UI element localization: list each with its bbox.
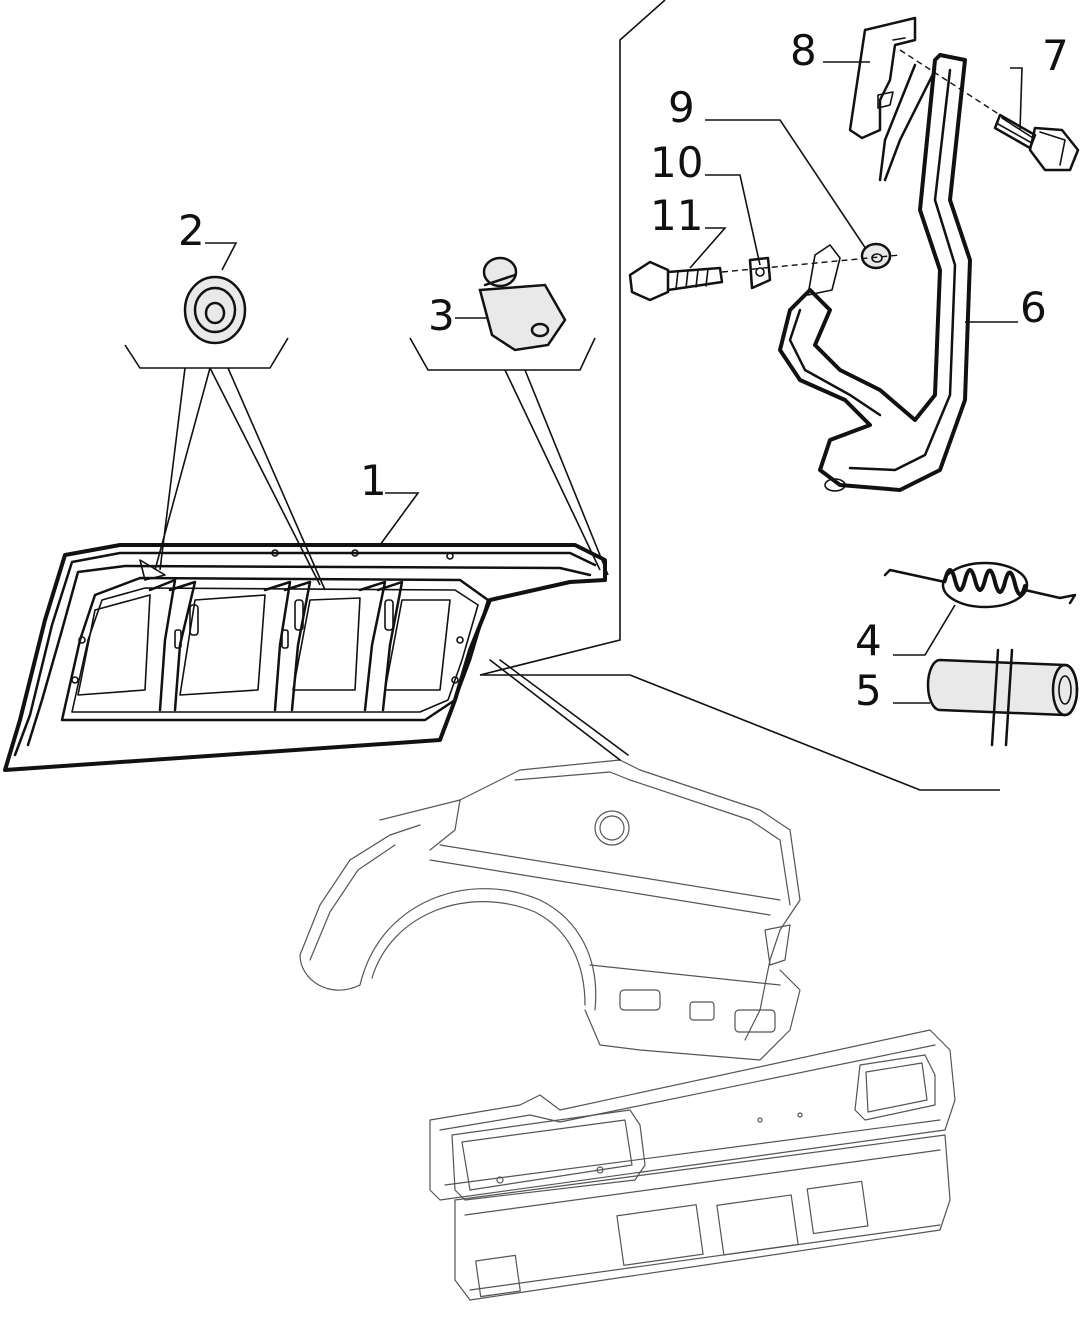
rubber-bumper-part <box>478 256 567 352</box>
callout-5: 5 <box>855 666 882 715</box>
hinge-arm <box>778 53 972 492</box>
bolt-7 <box>899 49 1080 172</box>
car-rear-body-outline <box>299 759 801 1061</box>
callout-8: 8 <box>790 26 817 75</box>
bracket-8 <box>848 16 917 140</box>
trunk-lid <box>3 543 607 772</box>
callout-4: 4 <box>855 616 882 665</box>
spring-part <box>883 561 1077 609</box>
sleeve-part <box>926 648 1079 747</box>
callout-10: 10 <box>650 138 703 187</box>
washer-9 <box>860 242 892 270</box>
callout-3: 3 <box>428 291 455 340</box>
callout-6: 6 <box>1020 283 1047 332</box>
rear-bumper-outline <box>429 1029 956 1301</box>
callout-1: 1 <box>360 456 387 505</box>
clip-10 <box>748 256 772 290</box>
callout-labels: 1 2 3 4 5 6 7 8 9 10 11 <box>178 26 1069 715</box>
callout-9: 9 <box>668 83 695 132</box>
callout-7: 7 <box>1042 31 1069 80</box>
bolt-11 <box>628 254 901 302</box>
leader-lines <box>124 0 1023 791</box>
callout-2: 2 <box>178 206 205 255</box>
callout-11: 11 <box>650 191 703 240</box>
grommet-part <box>183 275 247 345</box>
